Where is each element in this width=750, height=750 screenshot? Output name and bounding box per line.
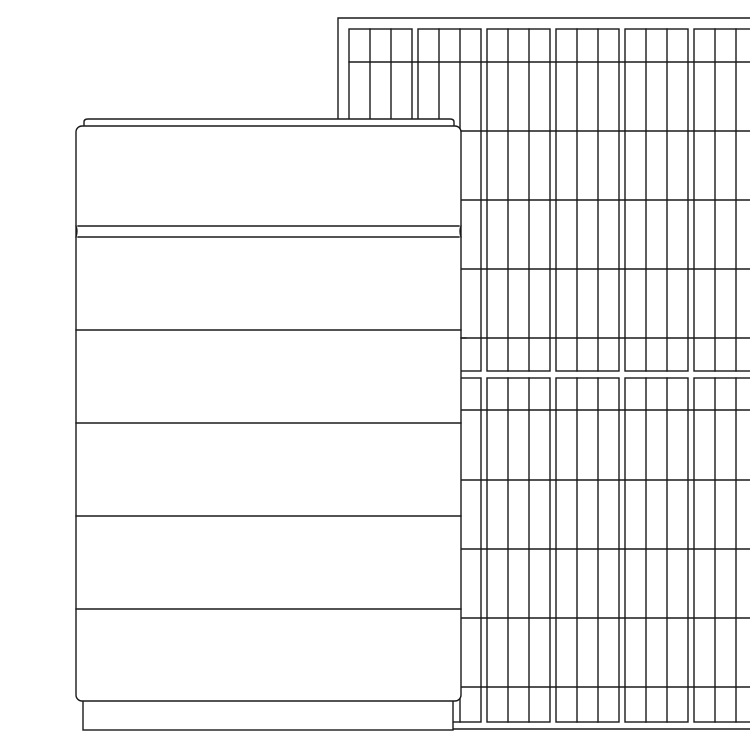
battery-cabinet <box>75 125 462 702</box>
battery-stack <box>75 118 467 731</box>
battery-lid-back <box>83 118 455 127</box>
controller-gap-right <box>459 225 462 238</box>
controller-gap-left <box>75 225 78 238</box>
panel-outer-frame <box>337 17 750 119</box>
panel-module <box>693 377 750 723</box>
panel-module <box>624 377 689 723</box>
battery-base <box>82 699 454 731</box>
panel-module <box>555 377 620 723</box>
panel-module <box>486 377 551 723</box>
